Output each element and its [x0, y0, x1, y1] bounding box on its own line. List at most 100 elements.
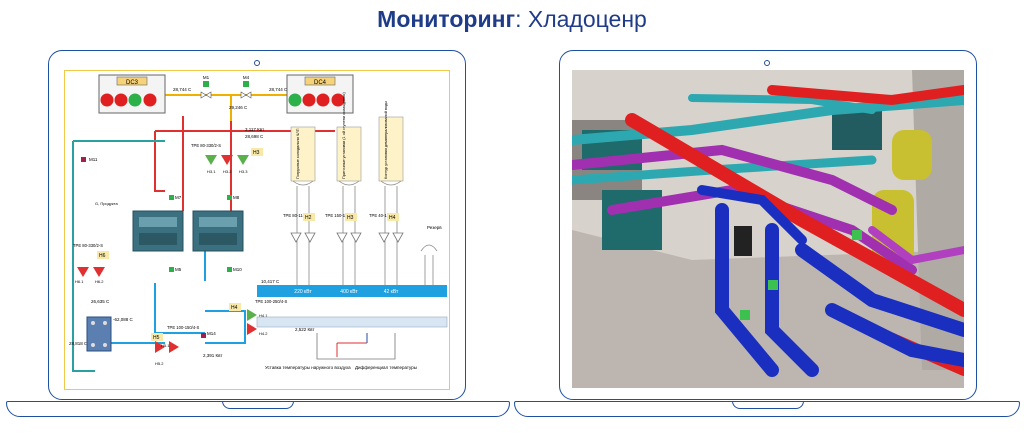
- svg-text:2,391 Квт: 2,391 Квт: [203, 353, 223, 358]
- pipe-blue-3: [795, 243, 964, 337]
- svg-text:Погружные холодильни ЧЛП: Погружные холодильни ЧЛП: [296, 128, 300, 179]
- svg-text:28,698 С: 28,698 С: [245, 134, 264, 139]
- dc4-fan-3: [316, 93, 330, 107]
- svg-text:M7: M7: [175, 195, 182, 200]
- kw-42-label: 42 кВт: [384, 289, 399, 295]
- dc4-fan-2: [302, 93, 316, 107]
- piping-3d-render: [572, 70, 964, 388]
- svg-text:H6.1: H6.1: [75, 279, 84, 284]
- svg-text:29,246 С: 29,246 С: [229, 105, 248, 110]
- pump-h6-1-icon: [77, 267, 89, 277]
- pump-h2-2-icon: [304, 232, 316, 243]
- svg-text:H3.1: H3.1: [207, 169, 216, 174]
- pump-h3-1-icon: [205, 155, 217, 165]
- svg-text:M4: M4: [243, 75, 250, 80]
- svg-text:H5.1: H5.1: [161, 343, 170, 348]
- dc4-fan-1: [288, 93, 302, 107]
- valve-m8: [227, 195, 232, 200]
- pipe-teal-1: [572, 95, 964, 145]
- pump-h3-2-icon: [221, 155, 233, 165]
- setpoint-chart: [316, 333, 396, 360]
- dc4-box: [286, 74, 354, 114]
- control-panel: [734, 226, 752, 256]
- svg-text:M8: M8: [233, 195, 240, 200]
- svg-text:H4.2: H4.2: [259, 331, 268, 336]
- dc3-label: DC3: [126, 80, 139, 86]
- svg-text:28,744 С: 28,744 С: [269, 87, 288, 92]
- pump-h2-1-icon: [290, 232, 302, 243]
- pump-h5-1-icon: [155, 341, 165, 353]
- svg-text:M14: M14: [207, 331, 216, 336]
- pump-h6-2-icon: [93, 267, 105, 277]
- kw-400-label: 400 кВт: [340, 289, 358, 295]
- svg-text:10,417 С: 10,417 С: [261, 279, 280, 284]
- svg-text:26,635 С: 26,635 С: [91, 299, 110, 304]
- svg-text:TPE 100-250/4-S: TPE 100-250/4-S: [255, 299, 288, 304]
- laptop-right-notch: [732, 401, 804, 409]
- valve-m1: [203, 81, 209, 87]
- kw-220-label: 220 кВт: [294, 289, 312, 295]
- svg-text:H3.2: H3.2: [223, 169, 232, 174]
- pipe-blue-1: [715, 203, 779, 377]
- pump-h4b-2-icon: [392, 232, 404, 243]
- pipe-magenta-1: [572, 144, 897, 215]
- pipe-magenta-3: [868, 226, 964, 265]
- pump-h6-tag: H6: [99, 253, 106, 259]
- svg-text:-62,088 С: -62,088 С: [113, 317, 134, 322]
- pump-h4b-tag: H4: [389, 215, 396, 221]
- dc3-fan-3: [128, 93, 142, 107]
- heat-exchanger: [86, 316, 112, 352]
- pump-h4-tag: H4: [231, 305, 238, 311]
- svg-text:3,117 Квт: 3,117 Квт: [245, 127, 264, 132]
- svg-text:TPE 80-110/4-S: TPE 80-110/4-S: [283, 213, 313, 218]
- svg-text:H4.1: H4.1: [259, 313, 268, 318]
- svg-text:TPE 80-330/2-S: TPE 80-330/2-S: [191, 143, 221, 148]
- laptop-right-camera: [764, 60, 770, 66]
- svg-text:Контур установки деминерализов: Контур установки деминерализованой воды: [384, 101, 388, 179]
- pump-h3-tag: H3: [253, 150, 260, 156]
- pipe-red-left: [154, 131, 165, 192]
- page-title-bold: Мониторинг: [377, 6, 516, 32]
- return-header-bar: [256, 316, 448, 328]
- svg-text:H6.2: H6.2: [95, 279, 104, 284]
- valve-m5: [169, 267, 174, 272]
- svg-text:H3.3: H3.3: [239, 169, 248, 174]
- valve-icon-top-b: [240, 91, 252, 99]
- page-title: Мониторинг: Хладоценр: [0, 6, 1024, 33]
- svg-text:G, Продукта: G, Продукта: [95, 201, 118, 206]
- laptop-left-notch: [222, 401, 294, 409]
- dc3-fan-2: [114, 93, 128, 107]
- svg-text:2,522 Квт: 2,522 Квт: [295, 327, 315, 332]
- valve-m11: [81, 157, 86, 162]
- svg-text:M11: M11: [89, 157, 98, 162]
- svg-text:M5: M5: [175, 267, 182, 272]
- pump-h5-2-icon: [169, 341, 179, 353]
- valve-green-1: [740, 310, 750, 320]
- consumer-box-1: [290, 126, 316, 182]
- svg-text:28,818 С: 28,818 С: [69, 341, 88, 346]
- cooling-scheme-diagram: DC3 DC4 M1 M4 28,744 С 28,744 С 29,246 С…: [69, 74, 448, 372]
- valve-icon-top-a: [200, 91, 212, 99]
- valve-m4: [243, 81, 249, 87]
- diff-label: Дифференциал температуры: [355, 365, 417, 370]
- pump-h3b-tag: H3: [347, 215, 354, 221]
- page-title-rest: : Хладоценр: [515, 6, 647, 32]
- valve-green-3: [852, 230, 862, 240]
- pipe-blue-4: [825, 303, 964, 367]
- pump-h3-3-icon: [237, 155, 249, 165]
- consumer-box-2: [336, 126, 362, 182]
- consumer-box-3: [378, 116, 404, 182]
- pump-h3b-2-icon: [350, 232, 362, 243]
- setpoint-label: Уставка температуры наружного воздуха: [265, 365, 351, 370]
- pipe-teal-3: [688, 94, 876, 114]
- laptop-left-camera: [254, 60, 260, 66]
- svg-text:M10: M10: [233, 267, 242, 272]
- svg-text:Приточные установки (1 ой ступ: Приточные установки (1 ой ступени охлажд…: [342, 92, 346, 179]
- pump-h4b-1-icon: [378, 232, 390, 243]
- tank-yellow-2: [892, 130, 932, 180]
- pipe-cyan-supply: [154, 283, 205, 334]
- valve-m10: [227, 267, 232, 272]
- valve-m7: [169, 195, 174, 200]
- pump-h3b-1-icon: [336, 232, 348, 243]
- supply-header-bar: [257, 285, 447, 297]
